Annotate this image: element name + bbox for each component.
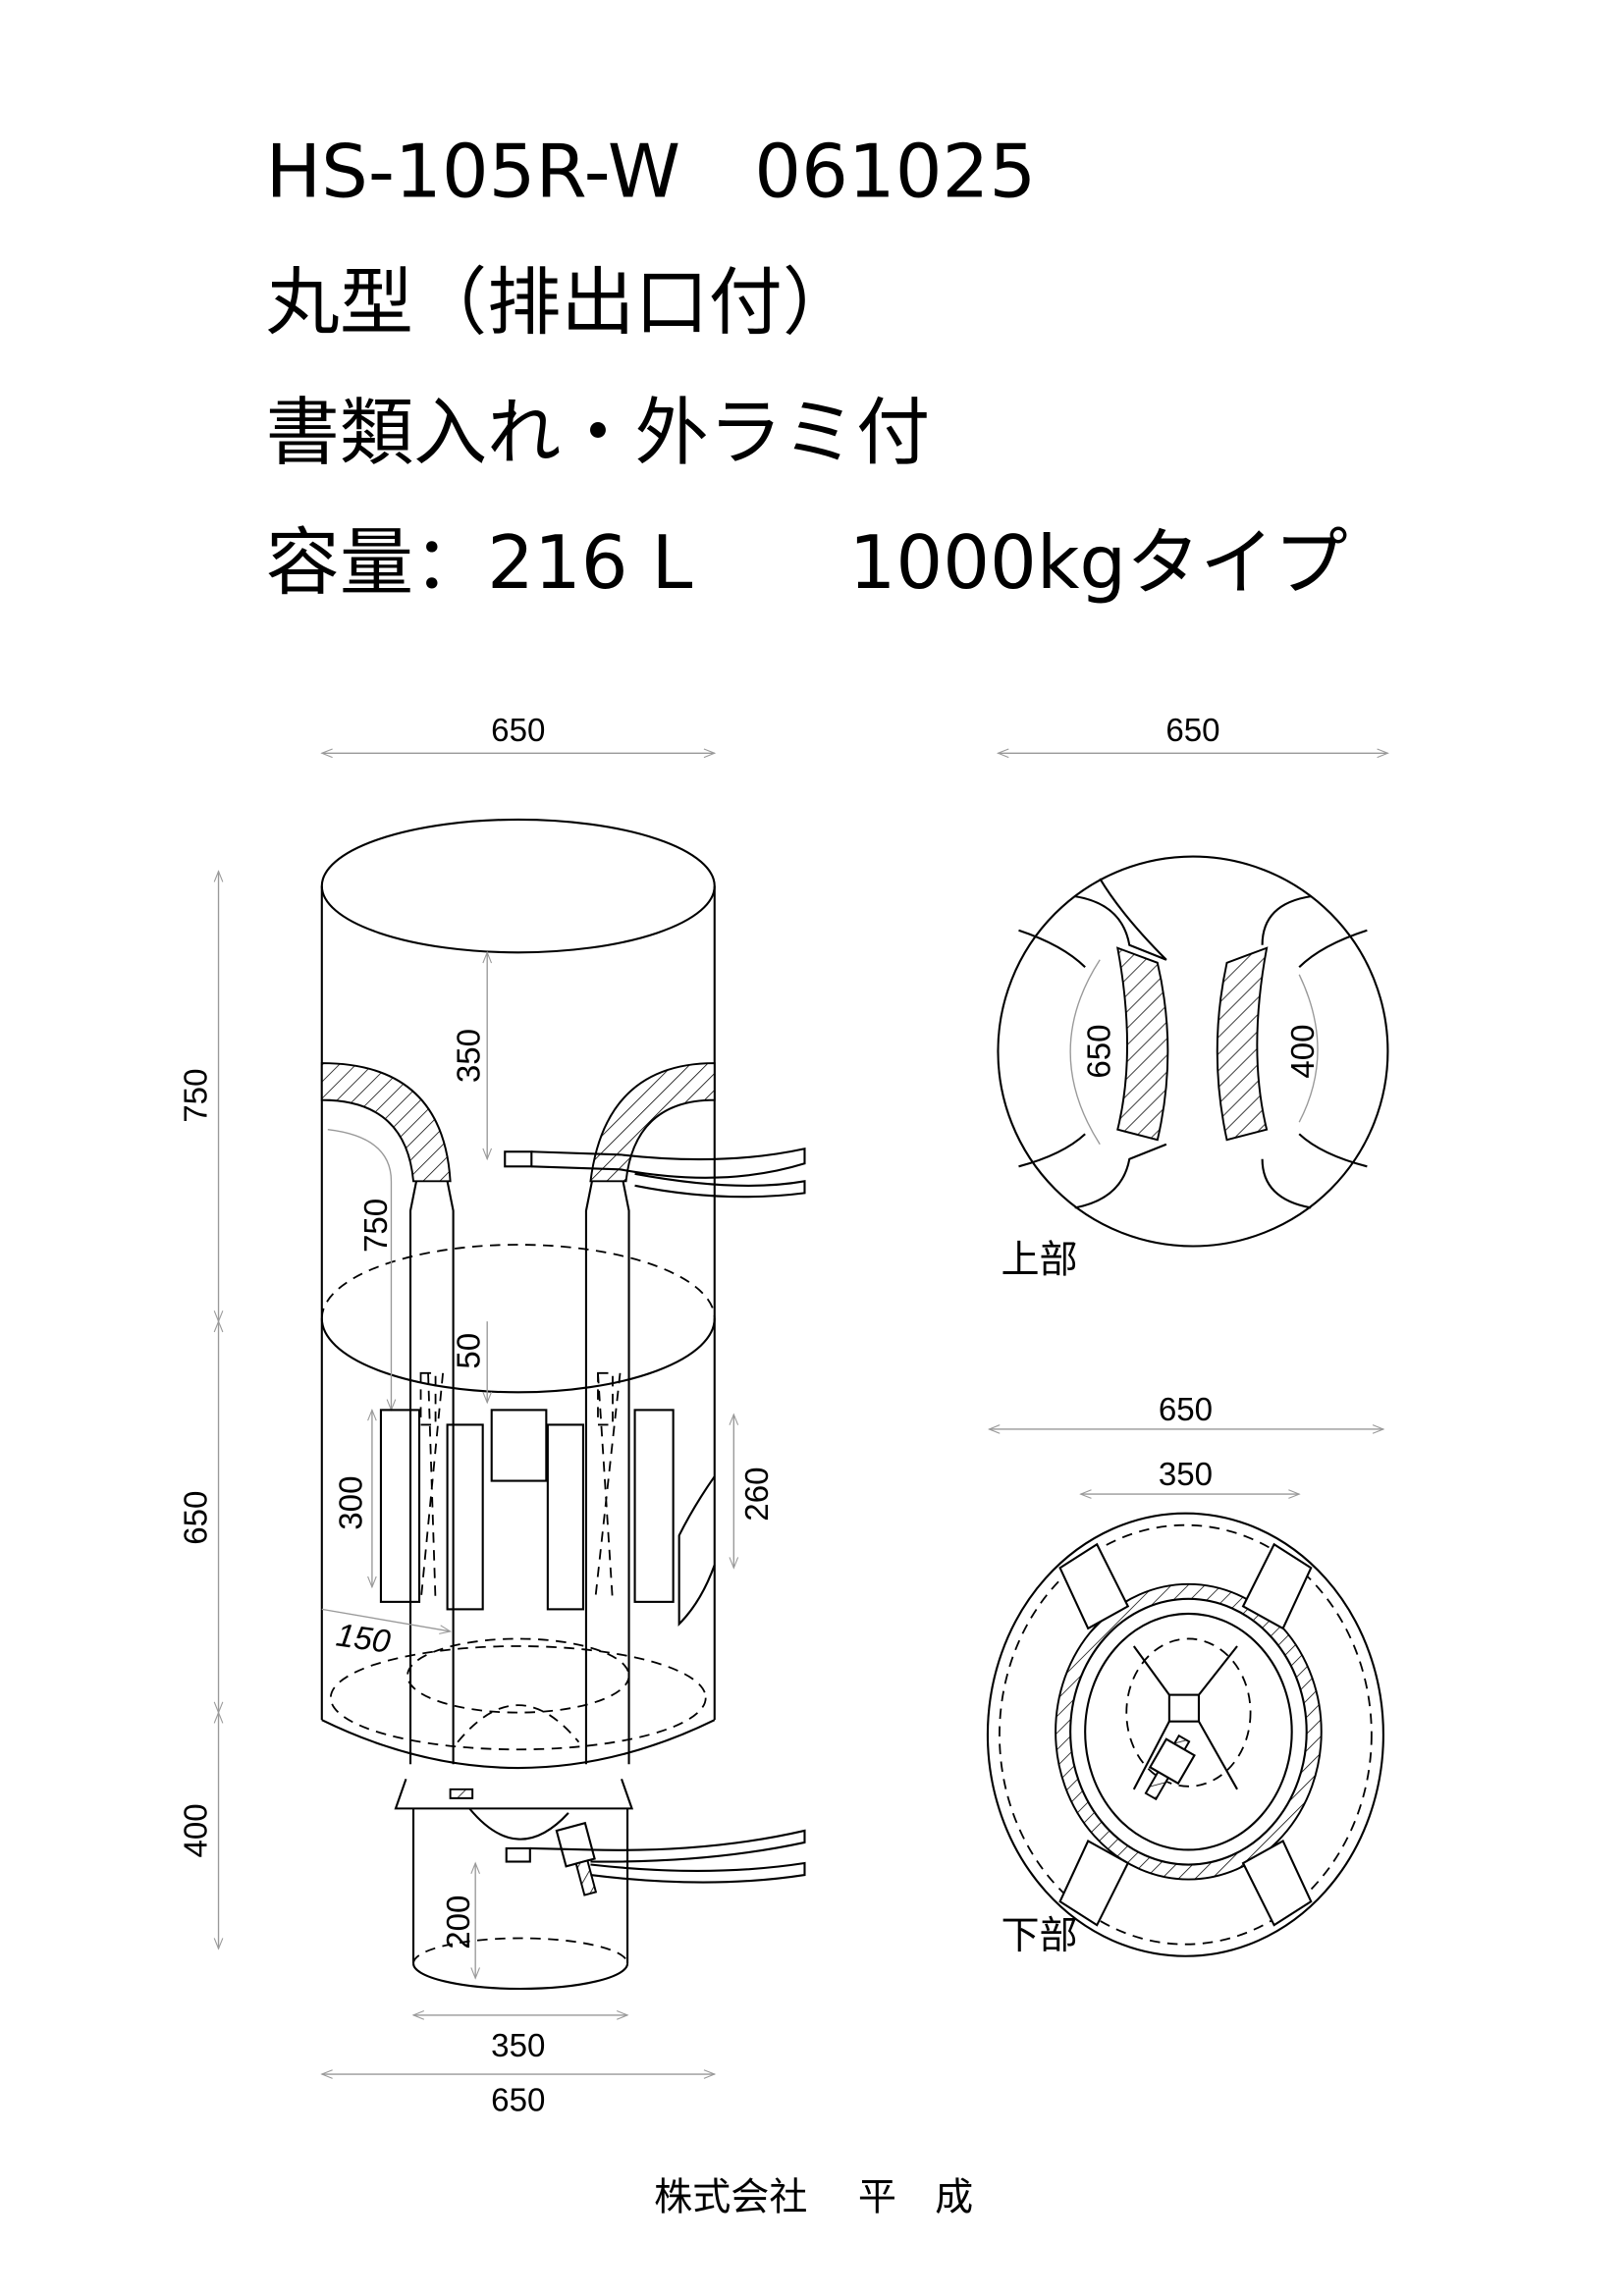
loop-cross-section-right bbox=[1216, 946, 1269, 1142]
dim-bottom-width: 650 bbox=[491, 2083, 545, 2119]
spout-clamp bbox=[555, 1821, 596, 1868]
bag-features: 書類入れ・外ラミ付 bbox=[266, 390, 931, 476]
title-block: HS-105R-W 061025 丸型（排出口付） 書類入れ・外ラミ付 容量：2… bbox=[266, 128, 1348, 605]
dim-height-top: 750 bbox=[179, 1069, 215, 1123]
capacity: 容量：216 L bbox=[266, 519, 693, 606]
dim-pocket-height: 300 bbox=[333, 1476, 369, 1530]
dim-bottom-view-width: 650 bbox=[1159, 1392, 1213, 1428]
model-code: HS-105R-W 061025 bbox=[266, 128, 1037, 214]
bottom-view: 650 350 下部 bbox=[986, 1392, 1385, 1958]
dim-bottom-view-spout: 350 bbox=[1159, 1457, 1213, 1493]
spout-clamp-bottom bbox=[1148, 1737, 1196, 1786]
dim-loop-span-left: 650 bbox=[1082, 1024, 1118, 1078]
dim-top-width: 650 bbox=[491, 713, 545, 749]
spout-opening bbox=[1084, 1612, 1293, 1851]
bag-type: 丸型（排出口付） bbox=[266, 259, 856, 346]
top-opening bbox=[320, 818, 716, 954]
load-type: 1000kgタイプ bbox=[849, 519, 1348, 606]
company-name: 株式会社 平 成 bbox=[654, 2175, 973, 2219]
side-view: 650 750 650 400 350 750 50 bbox=[179, 713, 806, 2119]
dim-side-pocket: 260 bbox=[739, 1468, 776, 1522]
dim-loop-length: 750 bbox=[358, 1199, 395, 1253]
tie-cord bbox=[504, 1150, 533, 1168]
lifting-loop-right bbox=[589, 1062, 716, 1183]
dim-loop-drop: 350 bbox=[452, 1029, 488, 1083]
dim-loop-span-right: 400 bbox=[1285, 1024, 1322, 1078]
document-pocket-front bbox=[490, 1409, 548, 1482]
dim-top-view-width: 650 bbox=[1165, 713, 1219, 749]
loop-cross-section-left bbox=[1115, 946, 1169, 1142]
belt-patches bbox=[1058, 1542, 1313, 1927]
discharge-spout bbox=[411, 1963, 629, 1991]
dim-offset: 50 bbox=[452, 1333, 488, 1369]
dim-spout-length: 200 bbox=[441, 1896, 477, 1949]
dim-height-spout: 400 bbox=[179, 1803, 215, 1857]
dim-angle: 150 bbox=[334, 1617, 393, 1660]
dim-spout-width: 350 bbox=[491, 2028, 545, 2064]
top-view: 650 650 400 上部 bbox=[997, 713, 1389, 1283]
dim-height-mid: 650 bbox=[179, 1491, 215, 1545]
top-view-label: 上部 bbox=[1001, 1239, 1077, 1283]
bottom-view-label: 下部 bbox=[1001, 1914, 1077, 1958]
lifting-loop-left bbox=[320, 1062, 452, 1183]
document-pocket bbox=[379, 1409, 421, 1603]
